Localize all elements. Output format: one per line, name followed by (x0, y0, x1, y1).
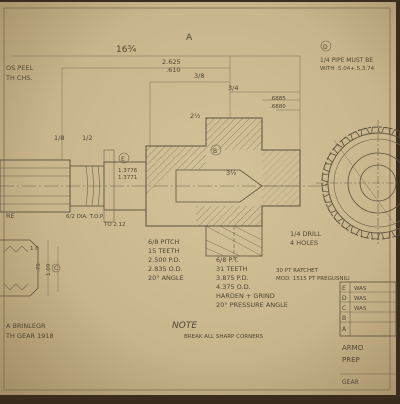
revision-text-2: WAS (354, 296, 367, 302)
gear-callout-2: 31 TEETH (216, 265, 247, 273)
gear-tooth (341, 136, 351, 147)
gear-tooth (321, 183, 329, 193)
drill-note-1: 1/4 DRILL (290, 230, 322, 238)
circle-mark-e: E (121, 156, 125, 163)
revision-letter-4: B (342, 315, 346, 322)
revision-letter-5: A (342, 326, 347, 333)
revision-letter-1: E (342, 285, 346, 292)
title-block-3: GEAR (342, 379, 359, 386)
gear-tooth (371, 126, 380, 134)
dim-3-4: 3/4 (228, 84, 238, 92)
side-dim-3: 1.09 (46, 263, 52, 276)
side-dim-2: .75 (36, 263, 42, 272)
note-top-left-2: TH CHS. (5, 74, 33, 82)
gear-callout-5: HARDEN + GRIND (216, 292, 275, 300)
pitch-callout-3: 2.500 P.D. (148, 256, 181, 264)
circle-mark-b: B (213, 148, 217, 155)
drill-note-2: 4 HOLES (290, 239, 318, 247)
dim-upper-right-2: .6880 (270, 104, 286, 110)
note-title: NOTE (172, 321, 197, 331)
gear-tooth (350, 225, 360, 235)
gear-tooth (323, 163, 332, 173)
gear-tooth (381, 126, 390, 135)
revision-text-1: WAS (354, 286, 367, 292)
dim-key: 1.3776 (118, 168, 138, 174)
title-block-2: PREP (342, 356, 360, 364)
top-right-note-2: WITH .5.04+.5.3.74 (320, 66, 375, 72)
note-top-left-1: OS PEEL (6, 64, 33, 72)
dim-half: 1/2 (82, 134, 92, 142)
gear-tooth (371, 232, 380, 240)
gear-tooth (333, 143, 343, 154)
left-label-2: TO 2.12 (103, 222, 126, 228)
dimensions-top (12, 55, 301, 160)
dim-upper-right: .6885 (270, 96, 286, 102)
taper-note-1: 30 PT RATCHET (276, 268, 319, 274)
gear-tooth (323, 193, 332, 203)
revision-text-3: WAS (354, 306, 367, 312)
gear-callout-4: 4.375 O.D. (216, 283, 251, 291)
gear-tooth (333, 212, 343, 223)
gear-teeth (321, 126, 400, 240)
note-body: BREAK ALL SHARP CORNERS (184, 334, 264, 340)
revision-letter-2: D (342, 295, 347, 302)
gear-tooth (360, 230, 370, 239)
left-label: 6/2 DIA. T.O.P. (66, 214, 104, 220)
shaft-view (0, 117, 330, 262)
taper-note-2: MOD. 1515 PT PREGUSNILI (276, 276, 350, 282)
gear-callout-1: 6/8 P.T. (216, 256, 239, 264)
dim-left-small: 1/8 (54, 134, 64, 142)
pitch-callout-5: 20° ANGLE (148, 274, 184, 282)
bottom-left-note-1: A BRINLEGR (6, 322, 46, 330)
gear-tooth (321, 173, 329, 183)
lower-left-view (0, 239, 61, 297)
scale-label: RE (6, 212, 15, 220)
overall-dimension: 16¾ (116, 45, 136, 55)
dim-2-1-2: 2½ (190, 112, 200, 120)
dim-3-1-2: 3½ (226, 169, 236, 177)
gear-tooth (341, 219, 351, 230)
dim-top-center: 2.625 (162, 58, 181, 66)
circle-mark-d: D (323, 44, 328, 51)
annotations: 16¾ A 2.625 .610 3/8 3/4 .6885 .6880 1/2… (5, 33, 375, 386)
gear-tooth (327, 203, 337, 214)
dim-key-2: 1.3771 (118, 175, 137, 181)
dim-3-8: 3/8 (194, 72, 204, 80)
dim-top-center-2: .610 (166, 66, 180, 74)
gear-tooth (350, 131, 360, 141)
gear-callout-3: 3.875 P.D. (216, 274, 249, 282)
title-block-1: ARMO (342, 344, 364, 352)
pitch-callout-4: 2.835 O.D. (148, 265, 183, 273)
title-block (339, 281, 397, 375)
gear-tooth (381, 231, 390, 240)
sheet-border (3, 7, 391, 391)
bottom-left-note-2: TH GEAR 1918 (5, 332, 54, 340)
gear-tooth (360, 127, 370, 136)
gear-tooth (327, 152, 337, 163)
pitch-callout-1: 6/8 PITCH (148, 238, 179, 246)
top-right-note-1: 1/4 PIPE MUST BE (320, 57, 373, 64)
gear-callout-6: 20° PRESSURE ANGLE (216, 301, 288, 309)
section-mark-a: A (186, 33, 193, 43)
pitch-callout-2: 15 TEETH (148, 247, 179, 255)
side-dim-1: 1.0 (30, 246, 39, 252)
revision-letter-3: C (342, 305, 346, 312)
circle-mark-c: C (54, 265, 58, 272)
